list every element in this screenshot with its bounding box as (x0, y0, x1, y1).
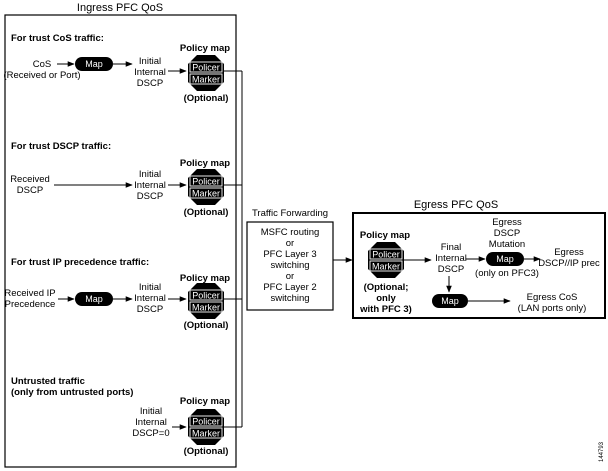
dscp-internal-line3: DSCP (137, 191, 163, 202)
untrusted-policer-label: Policer (192, 417, 220, 427)
ipprec-policer-label: Policer (192, 291, 220, 301)
egress-title: Egress PFC QoS (414, 199, 498, 211)
egress-policer-marker-octagon: Policer Marker (368, 242, 404, 278)
egress-policer-label: Policer (372, 250, 400, 260)
mutation-note: (only on PFC3) (475, 268, 539, 279)
forwarding-line: or (286, 238, 294, 249)
cos-map-label: Map (85, 59, 103, 69)
dscp-source-label: Received (10, 174, 50, 185)
dscp-marker-label: Marker (192, 189, 220, 199)
cos-out-map-node (432, 294, 468, 308)
cos-map-node (75, 57, 113, 71)
dscp-internal-line2: Internal (134, 180, 166, 191)
egress-optional-line1: (Optional; (364, 282, 409, 293)
ipprec-map-node (75, 292, 113, 306)
egress-dscp-line1: Egress (554, 247, 584, 258)
ipprec-internal-line2: Internal (134, 293, 166, 304)
mutation-map-node (486, 252, 524, 266)
ipprec-source-sublabel: Precedence (5, 299, 56, 310)
untrusted-optional-label: (Optional) (184, 446, 229, 457)
figure-id: 144793 (599, 441, 605, 462)
final-internal-line3: DSCP (438, 264, 464, 275)
egress-dscp-line2: DSCP//IP prec (538, 258, 600, 269)
ipprec-source-label: Received IP (4, 288, 55, 299)
untrusted-marker-label: Marker (192, 429, 220, 439)
untrusted-internal-line3: DSCP=0 (132, 428, 169, 439)
cos-optional-label: (Optional) (184, 93, 229, 104)
ipprec-policy-map-label: Policy map (180, 273, 230, 284)
forwarding-line: MSFC routing (261, 227, 320, 238)
trust-ipprec-heading: For trust IP precedence traffic: (11, 257, 149, 268)
ipprec-internal-line1: Initial (139, 282, 161, 293)
dscp-source-sublabel: DSCP (17, 185, 43, 196)
mutation-line2: DSCP (494, 228, 520, 239)
cos-policer-marker-octagon: Policer Marker (188, 55, 224, 91)
cos-policy-map-label: Policy map (180, 43, 230, 54)
mutation-line3: Mutation (489, 239, 525, 250)
cos-out-map-label: Map (441, 296, 459, 306)
ipprec-marker-label: Marker (192, 303, 220, 313)
forwarding-line: PFC Layer 3 (263, 249, 316, 260)
ingress-title: Ingress PFC QoS (77, 2, 163, 14)
mutation-map-label: Map (496, 254, 514, 264)
untrusted-heading: Untrusted traffic (11, 376, 85, 387)
forwarding-line: PFC Layer 2 (263, 282, 316, 293)
forwarding-line: or (286, 271, 294, 282)
cos-marker-label: Marker (192, 75, 220, 85)
forwarding-line: switching (270, 293, 309, 304)
untrusted-subheading: (only from untrusted ports) (11, 387, 133, 398)
ipprec-map-label: Map (85, 294, 103, 304)
ingress-box (4, 14, 237, 468)
egress-cos-line1: Egress CoS (527, 292, 578, 303)
cos-internal-line2: Internal (134, 67, 166, 78)
dscp-policer-marker-octagon: Policer Marker (188, 169, 224, 205)
egress-marker-label: Marker (372, 262, 400, 272)
untrusted-internal-line2: Internal (135, 417, 167, 428)
trust-cos-heading: For trust CoS traffic: (11, 33, 104, 44)
cos-source-sublabel: (Received or Port) (3, 70, 80, 81)
trust-dscp-heading: For trust DSCP traffic: (11, 141, 111, 152)
forwarding-line: switching (270, 260, 309, 271)
untrusted-policy-map-label: Policy map (180, 396, 230, 407)
forwarding-title: Traffic Forwarding (252, 208, 328, 219)
forwarding-box (246, 221, 334, 311)
untrusted-internal-line1: Initial (140, 406, 162, 417)
egress-optional-line3: with PFC 3) (359, 304, 412, 315)
ipprec-policer-marker-octagon: Policer Marker (188, 283, 224, 319)
egress-box (352, 212, 606, 319)
final-internal-line1: Final (441, 242, 462, 253)
mutation-line1: Egress (492, 217, 522, 228)
cos-internal-line1: Initial (139, 56, 161, 67)
untrusted-policer-marker-octagon: Policer Marker (188, 409, 224, 445)
cos-policer-label: Policer (192, 63, 220, 73)
forwarding-lines: MSFC routing or PFC Layer 3 switching or… (261, 227, 320, 304)
dscp-optional-label: (Optional) (184, 207, 229, 218)
dscp-policy-map-label: Policy map (180, 158, 230, 169)
dscp-internal-line1: Initial (139, 169, 161, 180)
ipprec-internal-line3: DSCP (137, 304, 163, 315)
final-internal-line2: Internal (435, 253, 467, 264)
ipprec-optional-label: (Optional) (184, 320, 229, 331)
egress-policy-map-label: Policy map (360, 230, 410, 241)
cos-source-label: CoS (33, 59, 51, 70)
egress-optional-line2: only (376, 293, 396, 304)
egress-cos-line2: (LAN ports only) (518, 303, 587, 314)
dscp-policer-label: Policer (192, 177, 220, 187)
cos-internal-line3: DSCP (137, 78, 163, 89)
ingress-collector-lines (224, 70, 243, 428)
